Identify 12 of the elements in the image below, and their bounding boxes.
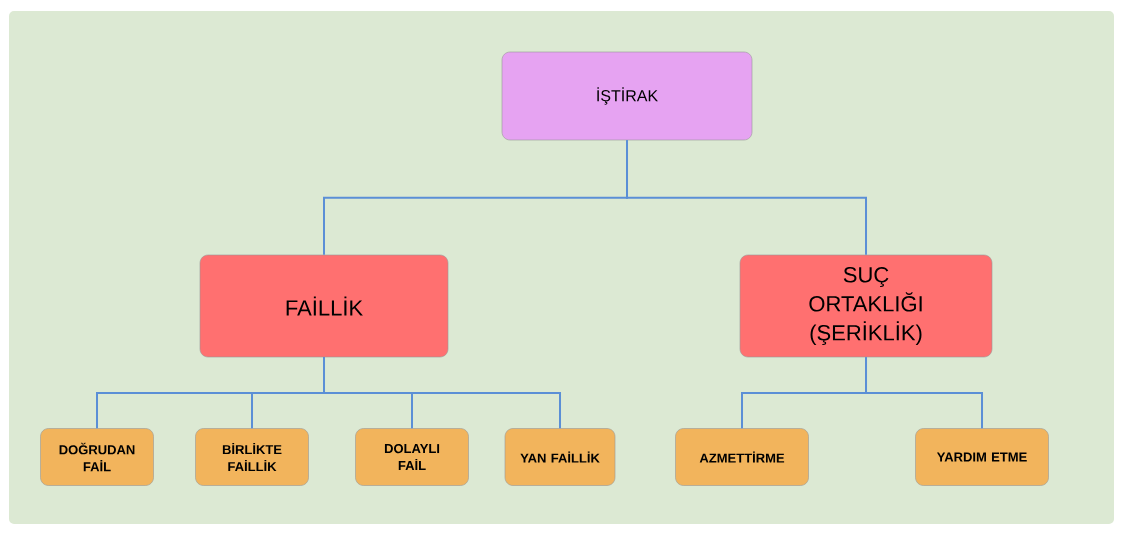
connector-line xyxy=(626,139,867,256)
category-box: SUÇ ORTAKLIĞI (ŞERİKLİK) xyxy=(739,254,993,358)
leaf-box: YAN FAİLLİK xyxy=(504,428,616,486)
leaf-box: BİRLİKTE FAİLLİK xyxy=(195,428,309,486)
leaf-box: YARDIM ETME xyxy=(915,428,1049,486)
root-box: İŞTİRAK xyxy=(501,51,753,141)
connector-line xyxy=(323,356,561,430)
leaf-box: DOĞRUDAN FAİL xyxy=(40,428,154,486)
category-box: FAİLLİK xyxy=(199,254,449,358)
leaf-box: AZMETTİRME xyxy=(675,428,809,486)
leaf-box: DOLAYLI FAİL xyxy=(355,428,469,486)
connector-line xyxy=(865,356,983,430)
